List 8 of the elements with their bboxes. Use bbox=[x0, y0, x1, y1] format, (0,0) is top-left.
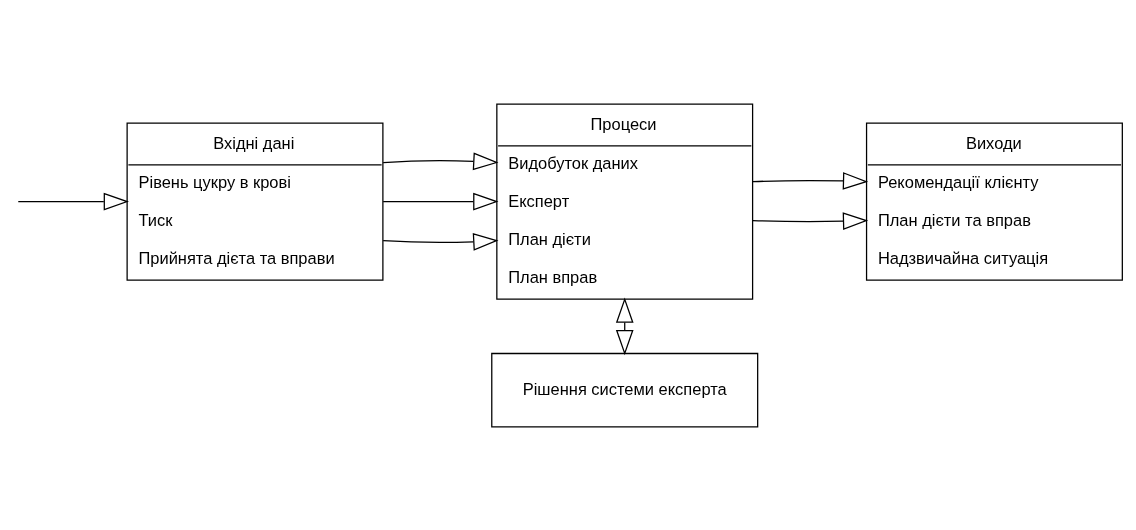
arrow bbox=[615, 297, 634, 355]
arrow bbox=[752, 211, 869, 230]
arrow bbox=[752, 171, 869, 190]
arrow bbox=[17, 192, 130, 210]
node-box: Рішення системи експерта bbox=[491, 352, 759, 428]
arrow bbox=[382, 232, 499, 251]
arrow bbox=[382, 151, 499, 170]
arrow bbox=[382, 192, 499, 210]
